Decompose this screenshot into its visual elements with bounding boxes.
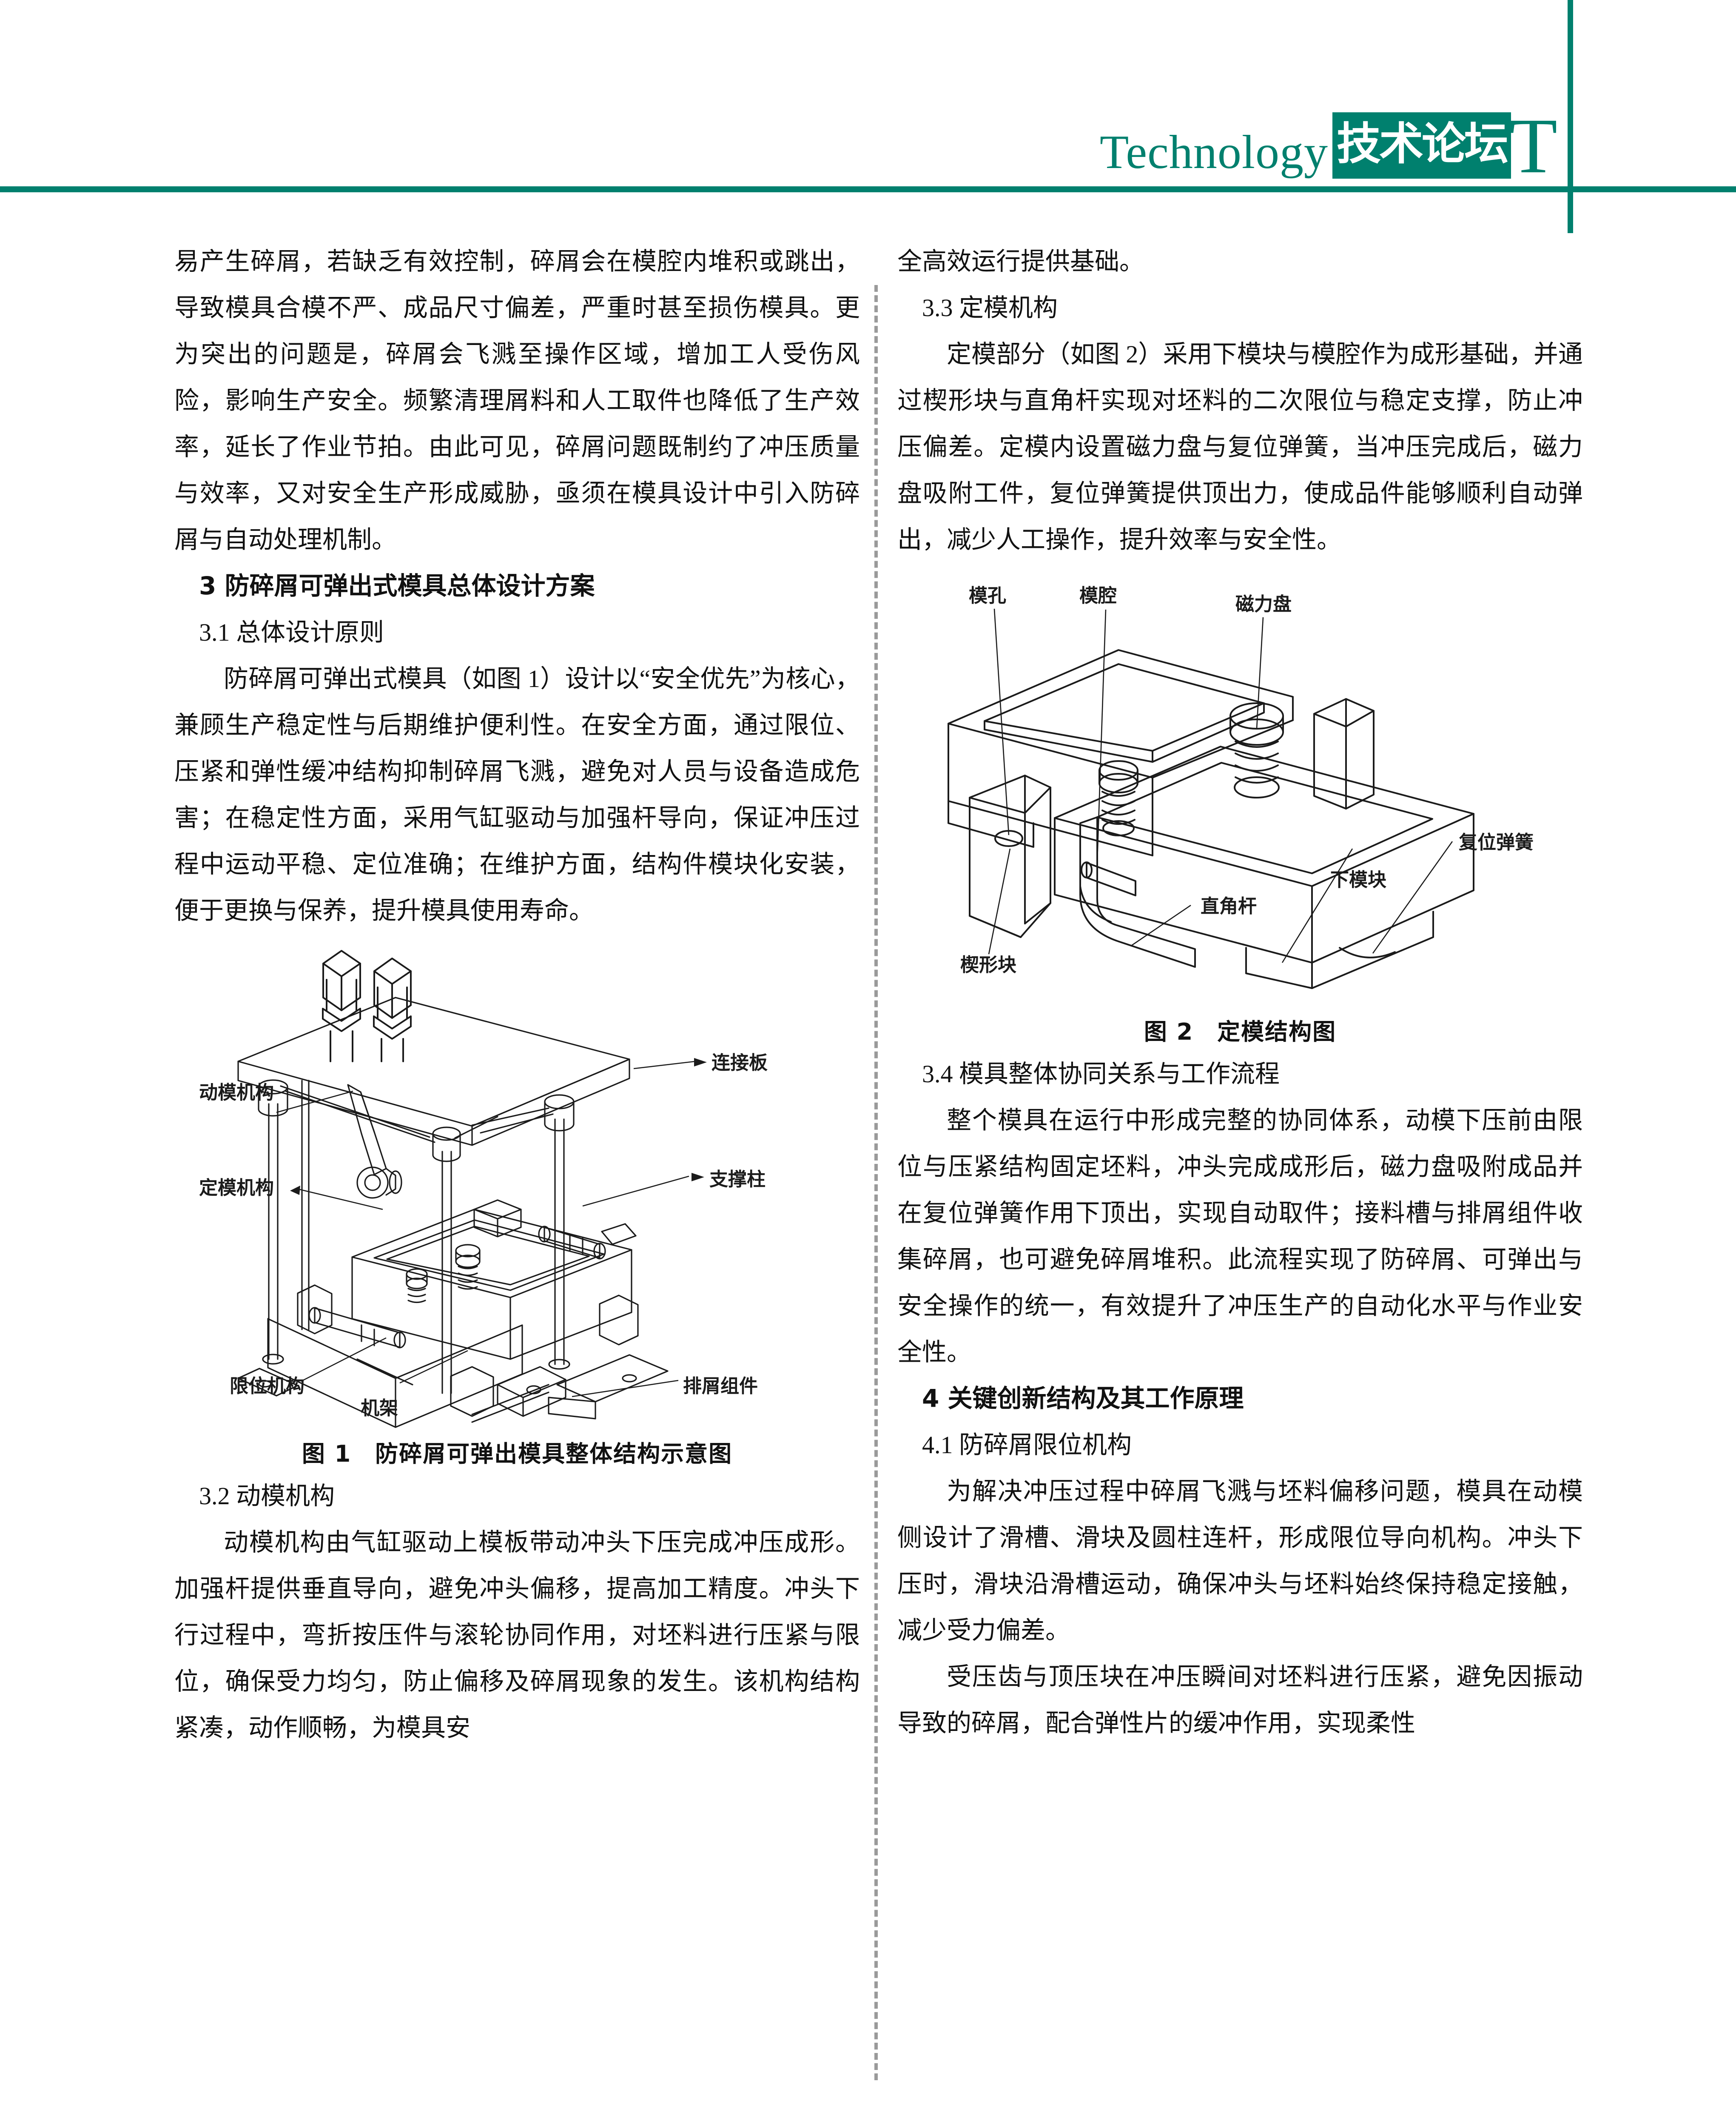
figure2-label-wedge-block: 楔形块 xyxy=(960,954,1016,976)
figure-1-drawing: 连接板 动模机构 定模机构 支撑柱 限位机构 机架 排屑组件 xyxy=(199,950,768,1428)
figure1-label-chip-removal: 排屑组件 xyxy=(683,1375,758,1397)
left-column: 易产生碎屑，若缺乏有效控制，碎屑会在模腔内堆积或跳出，导致模具合模不严、成品尺寸… xyxy=(174,238,860,1751)
figure-1: 连接板 动模机构 定模机构 支撑柱 限位机构 机架 排屑组件 图 1 防碎屑可弹… xyxy=(174,934,860,1472)
masthead-vertical-rule xyxy=(1568,0,1573,233)
column-divider xyxy=(874,285,878,2080)
heading-3-2: 3.2 动模机构 xyxy=(199,1482,335,1510)
paragraph-3-2: 动模机构由气缸驱动上模板带动冲头下压完成冲压成形。加强杆提供垂直导向，避免冲头偏… xyxy=(174,1528,860,1742)
figure-2: 模孔 模腔 磁力盘 复位弹簧 下模块 直角杆 楔形块 图 2 定模结构图 xyxy=(897,563,1583,1050)
figure1-label-fixed-die: 定模机构 xyxy=(199,1177,274,1199)
heading-3: 3 防碎屑可弹出式模具总体设计方案 xyxy=(199,571,595,601)
figure1-label-frame: 机架 xyxy=(361,1397,398,1419)
masthead-horizontal-rule xyxy=(0,186,1736,192)
figure-1-caption: 图 1 防碎屑可弹出模具整体结构示意图 xyxy=(302,1440,733,1468)
heading-3-1: 3.1 总体设计原则 xyxy=(199,619,384,647)
masthead-english-title: Technology xyxy=(1099,126,1328,179)
figure1-label-connect-plate: 连接板 xyxy=(711,1052,768,1074)
heading-4-1: 4.1 防碎屑限位机构 xyxy=(922,1431,1132,1459)
page-masthead: Technology 技术论坛 T xyxy=(0,0,1736,238)
paragraph-4-1-a: 为解决冲压过程中碎屑飞溅与坯料偏移问题，模具在动模侧设计了滑槽、滑块及圆柱连杆，… xyxy=(897,1477,1583,1644)
figure2-label-right-angle-rod: 直角杆 xyxy=(1201,895,1257,917)
heading-4: 4 关键创新结构及其工作原理 xyxy=(922,1383,1244,1413)
masthead-chinese-title: 技术论坛 xyxy=(1332,112,1511,179)
paragraph-intro-continued: 易产生碎屑，若缺乏有效控制，碎屑会在模腔内堆积或跳出，导致模具合模不严、成品尺寸… xyxy=(174,248,860,554)
heading-3-4: 3.4 模具整体协同关系与工作流程 xyxy=(922,1060,1280,1088)
paragraph-3-4: 整个模具在运行中形成完整的协同体系，动模下压前由限位与压紧结构固定坯料，冲头完成… xyxy=(897,1106,1583,1366)
figure-2-drawing: 模孔 模腔 磁力盘 复位弹簧 下模块 直角杆 楔形块 xyxy=(948,585,1534,989)
right-column: 全高效运行提供基础。 3.3 定模机构 定模部分（如图 2）采用下模块与模腔作为… xyxy=(897,238,1583,1746)
paragraph-continued-right: 全高效运行提供基础。 xyxy=(897,248,1144,275)
masthead-title-group: Technology 技术论坛 T xyxy=(1099,103,1557,190)
paragraph-3-1: 防碎屑可弹出式模具（如图 1）设计以“安全优先”为核心，兼顾生产稳定性与后期维护… xyxy=(174,665,860,925)
figure2-label-die-cavity: 模腔 xyxy=(1079,585,1117,607)
paragraph-4-1-b: 受压齿与顶压块在冲压瞬间对坯料进行压紧，避免因振动导致的碎屑，配合弹性片的缓冲作… xyxy=(897,1663,1583,1737)
heading-3-3: 3.3 定模机构 xyxy=(922,294,1058,322)
masthead-initial-letter: T xyxy=(1509,103,1557,190)
figure1-label-limit-mechanism: 限位机构 xyxy=(230,1375,305,1397)
page-body: 易产生碎屑，若缺乏有效控制，碎屑会在模腔内堆积或跳出，导致模具合模不严、成品尺寸… xyxy=(0,238,1736,2127)
figure2-label-die-hole: 模孔 xyxy=(969,585,1006,607)
figure2-label-magnetic-disc: 磁力盘 xyxy=(1235,593,1292,615)
figure1-label-support-column: 支撑柱 xyxy=(709,1169,766,1190)
figure2-label-lower-die-block: 下模块 xyxy=(1330,869,1386,891)
figure2-label-return-spring: 复位弹簧 xyxy=(1459,832,1534,853)
paragraph-3-3: 定模部分（如图 2）采用下模块与模腔作为成形基础，并通过楔形块与直角杆实现对坯料… xyxy=(897,340,1583,554)
figure-2-caption: 图 2 定模结构图 xyxy=(1144,1018,1337,1046)
figure1-label-moving-die: 动模机构 xyxy=(199,1082,274,1103)
